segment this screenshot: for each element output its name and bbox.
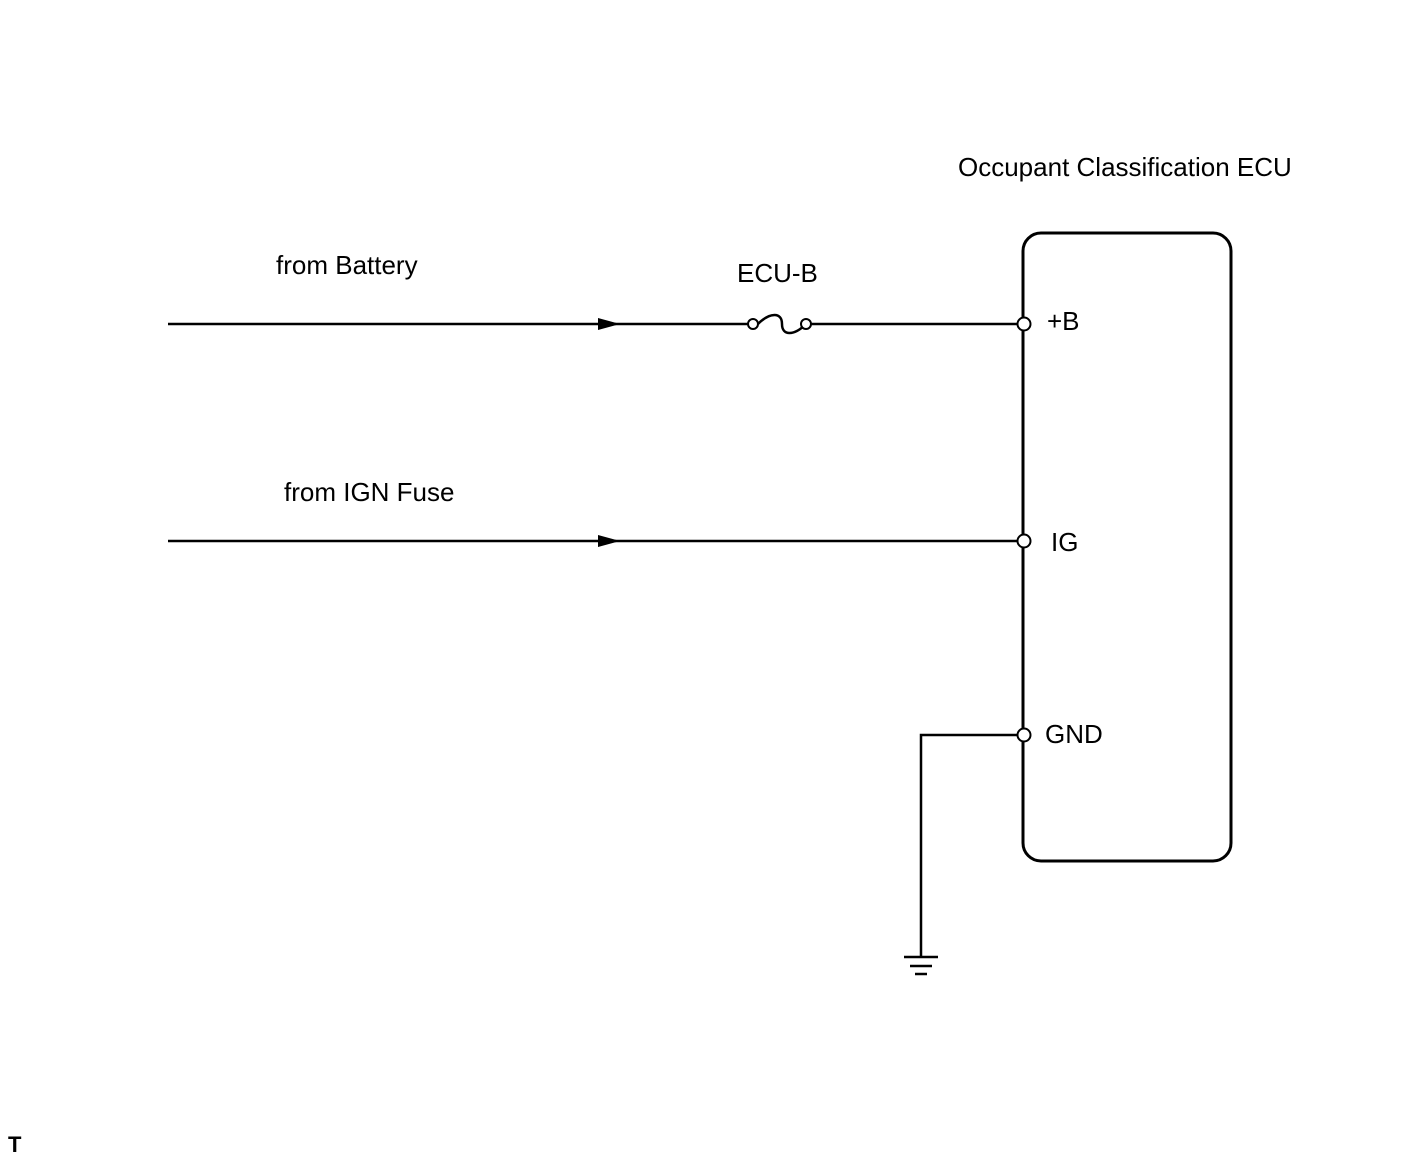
- corner-mark: T: [8, 1132, 22, 1157]
- ign-arrow-icon: [598, 535, 620, 547]
- battery-arrow-icon: [598, 318, 620, 330]
- terminal-ig-label: IG: [1051, 527, 1078, 557]
- from-ign-fuse-label: from IGN Fuse: [284, 477, 454, 507]
- ground-icon: [904, 955, 938, 976]
- terminal-b-label: +B: [1047, 306, 1080, 336]
- terminal-b-icon: [1016, 316, 1032, 332]
- terminal-gnd-icon: [1016, 727, 1032, 743]
- ecu-title: Occupant Classification ECU: [958, 152, 1292, 182]
- fuse-label: ECU-B: [737, 258, 818, 288]
- ground-wire: [919, 733, 1018, 956]
- terminal-gnd-label: GND: [1045, 719, 1103, 749]
- from-battery-label: from Battery: [276, 250, 418, 280]
- fuse-icon: [747, 313, 812, 335]
- terminal-ig-icon: [1016, 533, 1032, 549]
